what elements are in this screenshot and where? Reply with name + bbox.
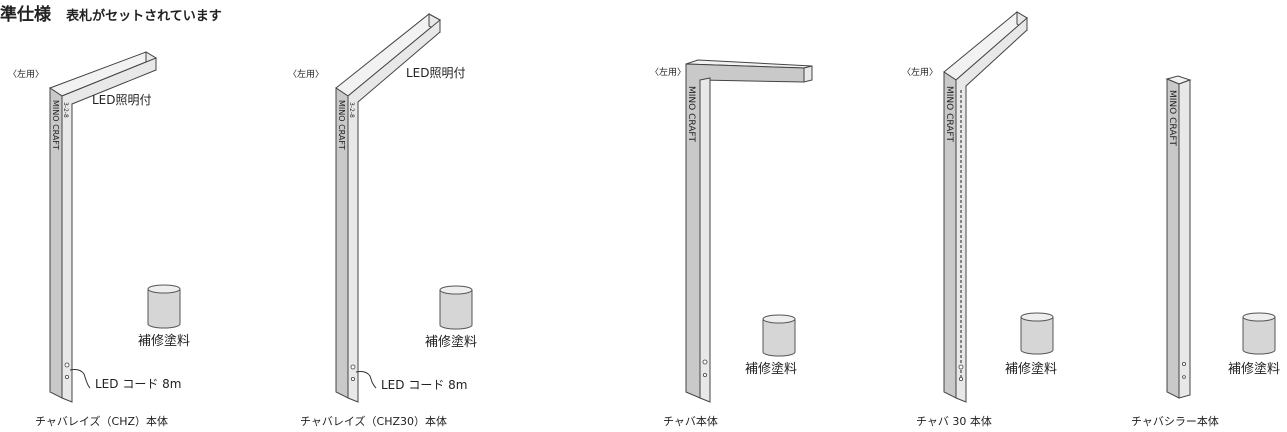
paint-can-icon [439,285,473,330]
product-caption: チャバレイズ（CHZ）本体 [35,414,168,428]
pole-illustration [335,13,441,403]
product-chabashira: MINO CRAFT 補修塗料 チャバシラー本体 [1131,75,1280,428]
product-caption: チャバ 30 本体 [916,414,992,428]
left-tag-label: 〈左用〉 [8,68,44,80]
led-cord-line [355,371,377,389]
product-caption: チャバシラー本体 [1131,414,1219,428]
paint-label: 補修塗料 [1228,361,1280,377]
pole-illustration [943,11,1028,403]
product-caption: チャバ本体 [663,414,718,428]
product-chaba: 〈左用〉 MINO CRAFT 補修塗料 チャバ本体 [650,59,813,428]
product-chz30: 〈左用〉 MINO CRAFT 3-2-8 LED照明付 LED コード 8m … [288,13,477,428]
page-subtitle: 表札がセットされています [66,9,222,24]
product-chaba30: 〈左用〉 MINO CRAFT 補修塗料 チャバ 30 本体 [902,11,1057,428]
left-tag-label: 〈左用〉 [902,66,938,78]
led-cord-line [69,369,91,389]
paint-can-icon [762,314,796,357]
paint-can-icon [1242,312,1276,355]
address-plate: 3-2-8 [348,102,355,118]
product-caption: チャバレイズ（CHZ30）本体 [300,414,447,428]
brand-plate: MINO CRAFT [944,86,954,142]
left-tag-label: 〈左用〉 [650,66,686,78]
led-light-label: LED照明付 [92,93,152,107]
paint-can-icon [1020,312,1054,355]
pole-illustration [48,51,158,403]
paint-label: 補修塗料 [425,334,477,350]
page-header: 準仕様 表札がセットされています [0,0,222,25]
led-cord-label: LED コード 8m [381,378,467,392]
paint-label: 補修塗料 [1005,361,1057,377]
pole-illustration [685,59,813,403]
brand-plate: MINO CRAFT [686,86,696,142]
brand-plate: MINO CRAFT [51,100,60,150]
brand-plate: MINO CRAFT [337,100,346,150]
left-tag-label: 〈左用〉 [288,68,324,80]
paint-label: 補修塗料 [745,361,797,377]
address-plate: 3-2-8 [62,102,69,118]
paint-can-icon [147,284,181,329]
pole-illustration [1165,75,1192,399]
product-chz: 〈左用〉 MINO CRAFT 3-2-8 LED照明付 LED コード 8m … [8,51,190,428]
page-title: 準仕様 [0,5,51,25]
led-cord-label: LED コード 8m [95,377,181,391]
brand-plate: MINO CRAFT [1167,90,1177,146]
paint-label: 補修塗料 [138,333,190,349]
led-light-label: LED照明付 [406,66,466,80]
